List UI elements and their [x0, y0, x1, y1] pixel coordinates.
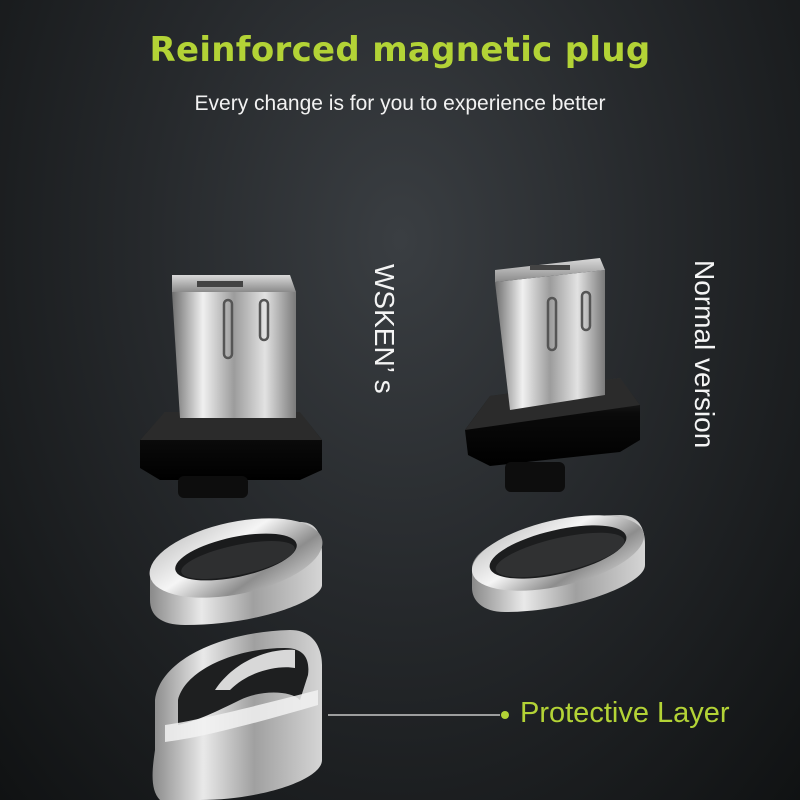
- page-subtitle: Every change is for you to experience be…: [194, 92, 606, 115]
- callout-dot: [501, 711, 509, 719]
- protective-layer-part: [152, 630, 322, 800]
- wsken-metal-ring: [149, 518, 323, 625]
- wsken-label: WSKEN’ s: [369, 264, 400, 394]
- page-title: Reinforced magnetic plug: [149, 30, 651, 70]
- normal-plug: [465, 258, 640, 492]
- normal-version-label: Normal version: [689, 260, 720, 449]
- normal-metal-ring: [471, 515, 645, 612]
- wsken-plug: [140, 275, 322, 498]
- protective-layer-label: Protective Layer: [520, 697, 730, 729]
